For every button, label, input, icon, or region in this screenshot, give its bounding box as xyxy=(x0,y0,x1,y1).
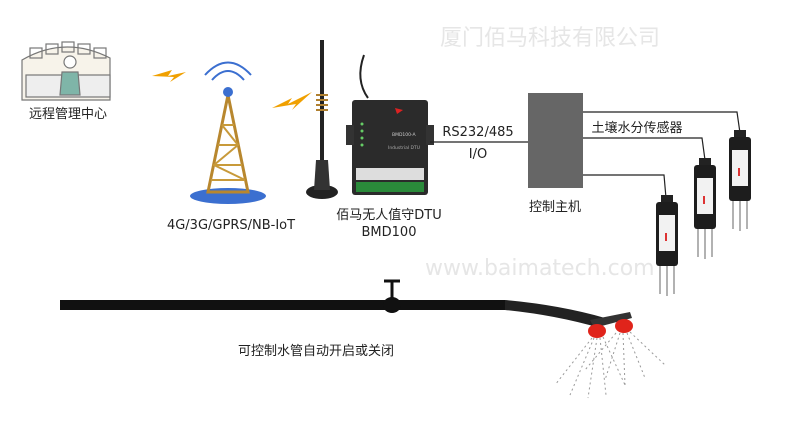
control-center-label: 远程管理中心 xyxy=(28,107,108,122)
control-center-icon xyxy=(21,41,111,101)
controller-label: 控制主机 xyxy=(528,200,582,215)
dtu-subtitle-text: Industrial DTU xyxy=(388,145,420,151)
watermark: 厦门佰马科技有限公司 www.baimatech.com xyxy=(425,26,660,281)
watermark-site: www.baimatech.com xyxy=(425,256,655,281)
sensor-label: 土壤水分传感器 xyxy=(591,121,683,136)
watermark-company: 厦门佰马科技有限公司 xyxy=(440,26,660,51)
link-protocol-label: RS232/485 xyxy=(442,125,514,140)
cell-tower-icon xyxy=(190,61,266,204)
water-spray xyxy=(554,331,666,399)
sensor-wires xyxy=(583,111,741,199)
soil-moisture-sensor xyxy=(694,158,716,259)
dtu-model-label: BMD100 xyxy=(361,225,417,240)
network-label: 4G/3G/GPRS/NB-IoT xyxy=(166,218,296,233)
antenna-icon xyxy=(306,40,369,199)
pipe-label: 可控制水管自动开启或关闭 xyxy=(237,344,395,359)
soil-moisture-sensor xyxy=(656,195,678,296)
wireless-signal-icon xyxy=(152,70,312,110)
soil-moisture-sensor xyxy=(729,130,751,231)
valve-icon xyxy=(383,279,401,313)
dtu-device: BMD100-A Industrial DTU xyxy=(346,100,434,195)
link-io-label: I/O xyxy=(468,147,488,162)
sprinkler-nozzle-icon xyxy=(588,319,633,338)
dtu-model-text: BMD100-A xyxy=(392,132,417,138)
dtu-name-label: 佰马无人值守DTU xyxy=(336,208,442,223)
water-pipe xyxy=(60,300,632,328)
controller-box xyxy=(528,93,583,188)
